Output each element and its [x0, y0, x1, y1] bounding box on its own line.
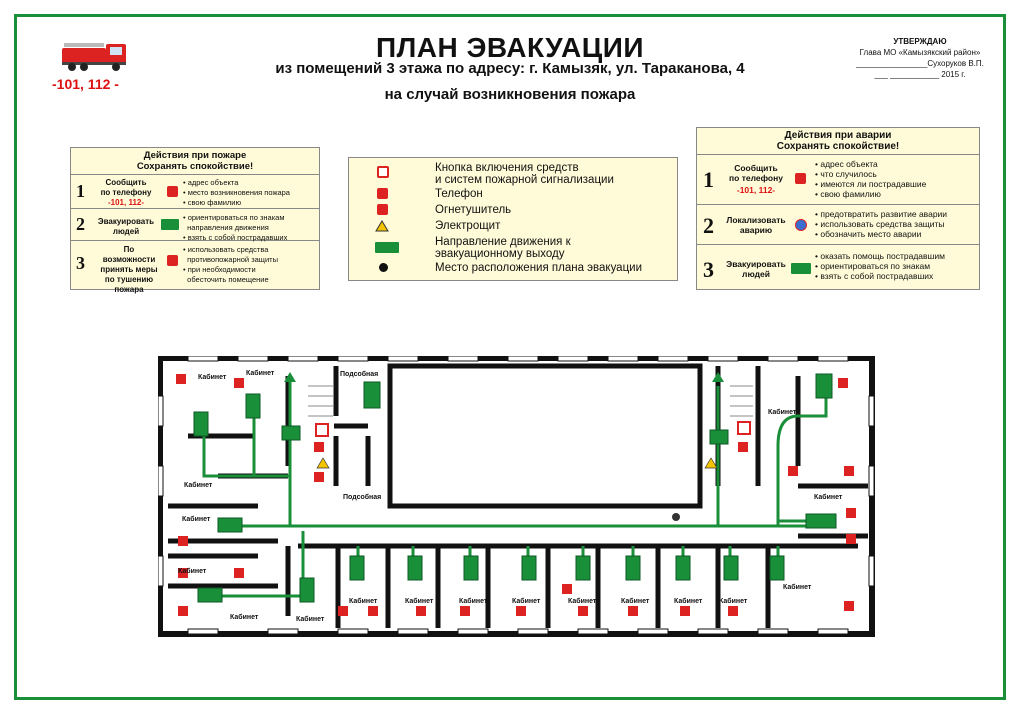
fire-alarm-button-icon [315, 423, 329, 437]
fire-row-2-num: 2 [76, 214, 85, 234]
room-label: Кабинет [182, 516, 211, 523]
room-label: Кабинет [568, 598, 597, 605]
room-label: Кабинет [178, 568, 207, 575]
legend-text-extinguisher: Огнетушитель [435, 204, 512, 216]
fire-actions-box: Действия при пожаре Сохранять спокойстви… [70, 147, 320, 294]
page-frame [14, 14, 1006, 700]
exit-sign-icon [791, 263, 811, 274]
page-subtitle: из помещений 3 этажа по адресу: г. Камыз… [275, 60, 745, 77]
accident-row-1-label: Сообщить по телефону [729, 163, 783, 183]
hazard-icon [795, 219, 807, 231]
phone-icon [377, 188, 388, 199]
stairs [308, 385, 753, 417]
floor-plan [158, 356, 875, 637]
legend-item-extinguisher: Огнетушитель [349, 202, 679, 222]
red-signs [176, 374, 856, 616]
room-label: Кабинет [459, 598, 488, 605]
accident-row-1: 1 Сообщить по телефону -101, 112- • адре… [697, 155, 979, 205]
legend-text-phone: Телефон [435, 188, 483, 200]
phone-icon [795, 173, 806, 184]
legend-item-alarm: Кнопка включения средств и систем пожарн… [349, 162, 679, 186]
room-label: Кабинет [783, 584, 812, 591]
exit-direction-icon [375, 242, 399, 253]
legend-text-location: Место расположения плана эвакуации [435, 262, 643, 274]
electrical-panel-icon [316, 457, 330, 469]
accident-row-1-phone: -101, 112- [736, 185, 776, 195]
fire-row-1: 1 Сообщить по телефону -101, 112- • адре… [71, 175, 319, 209]
utility-label: Подсобная [343, 494, 382, 501]
fire-row-2-items: • ориентироваться по знакам направления … [183, 213, 288, 242]
fire-extinguisher-icon [377, 204, 388, 215]
fire-row-3-items: • использовать средства противопожарной … [183, 245, 278, 284]
legend-text-direction: Направление движения к эвакуационному вы… [435, 236, 571, 260]
exit-sign-icon [161, 219, 179, 230]
fire-extinguisher-icon [167, 255, 178, 266]
accident-row-2-num: 2 [703, 213, 714, 238]
room-label: Кабинет [198, 374, 227, 381]
room-label: Кабинет [674, 598, 703, 605]
page-subtitle-2: на случай возникновения пожара [384, 86, 636, 103]
approval-block: УТВЕРЖДАЮ Глава МО «Камызякский район» _… [850, 36, 990, 80]
accident-row-2-items: • предотвратить развитие аварии • исполь… [815, 209, 948, 239]
you-are-here-icon [379, 263, 388, 272]
fire-truck-icon [62, 43, 126, 71]
interior-walls [168, 366, 868, 628]
room-label: Кабинет [349, 598, 378, 605]
accident-box-heading: Действия при аварии Сохранять спокойстви… [697, 128, 979, 155]
electrical-panel-icon [704, 457, 718, 469]
approval-line-1: Глава МО «Камызякский район» [859, 48, 981, 57]
room-label: Кабинет [814, 494, 843, 501]
accident-row-1-num: 1 [703, 167, 714, 192]
fire-row-1-label: Сообщить по телефону [100, 178, 152, 197]
utility-label: Подсобная [340, 371, 379, 378]
room-label: Кабинет [296, 616, 325, 623]
page-title: ПЛАН ЭВАКУАЦИИ [376, 32, 644, 63]
fire-row-3-label: По возможности принять меры по тушению п… [100, 245, 158, 294]
legend-text-alarm: Кнопка включения средств и систем пожарн… [435, 162, 614, 186]
accident-row-2: 2 Локализовать аварию • предотвратить ра… [697, 205, 979, 245]
fire-row-2: 2 Эвакуировать людей • ориентироваться п… [71, 209, 319, 242]
room-label: Кабинет [768, 409, 797, 416]
approval-heading: УТВЕРЖДАЮ [893, 37, 947, 46]
fire-alarm-button-icon [377, 166, 389, 178]
accident-row-3-label: Эвакуировать людей [726, 259, 786, 279]
accident-row-3: 3 Эвакуировать людей • оказать помощь по… [697, 245, 979, 293]
emergency-phones: -101, 112 - [52, 76, 119, 92]
fire-alarm-button-icon [737, 421, 751, 435]
fire-row-1-items: • адрес объекта • место возникновения по… [183, 178, 290, 207]
accident-row-2-label: Локализовать аварию [726, 215, 786, 235]
accident-row-3-items: • оказать помощь пострадавшим • ориентир… [815, 251, 945, 281]
approval-line-2: ________________Сухоруков В.П. [856, 59, 984, 68]
windows [158, 356, 875, 635]
room-label: Кабинет [246, 370, 275, 377]
legend-box: Кнопка включения средств и систем пожарн… [348, 157, 678, 281]
exit-signs [193, 373, 837, 603]
room-label: Кабинет [512, 598, 541, 605]
phone-icon [167, 186, 178, 197]
accident-row-1-items: • адрес объекта • что случилось • имеютс… [815, 159, 927, 199]
legend-text-electrical: Электрощит [435, 220, 501, 232]
approval-line-3: ___ ___________ 2015 г. [874, 70, 966, 79]
fire-box-heading: Действия при пожаре Сохранять спокойстви… [71, 148, 319, 175]
electrical-panel-icon [375, 220, 389, 232]
fire-row-1-phone: -101, 112- [107, 198, 145, 207]
route-arrows [284, 372, 724, 382]
accident-row-3-num: 3 [703, 257, 714, 282]
fire-row-3: 3 По возможности принять меры по тушению… [71, 241, 319, 294]
fire-row-2-label: Эвакуировать людей [97, 217, 155, 236]
room-label: Кабинет [405, 598, 434, 605]
room-label: Кабинет [230, 614, 259, 621]
you-are-here-marker [672, 513, 680, 521]
room-label: Кабинет [184, 482, 213, 489]
fire-row-3-num: 3 [76, 253, 85, 273]
room-label: Кабинет [719, 598, 748, 605]
fire-row-1-num: 1 [76, 181, 85, 201]
legend-item-phone: Телефон [349, 186, 679, 206]
accident-actions-box: Действия при аварии Сохранять спокойстви… [696, 127, 980, 290]
courtyard-wall [387, 363, 703, 509]
room-label: Кабинет [621, 598, 650, 605]
